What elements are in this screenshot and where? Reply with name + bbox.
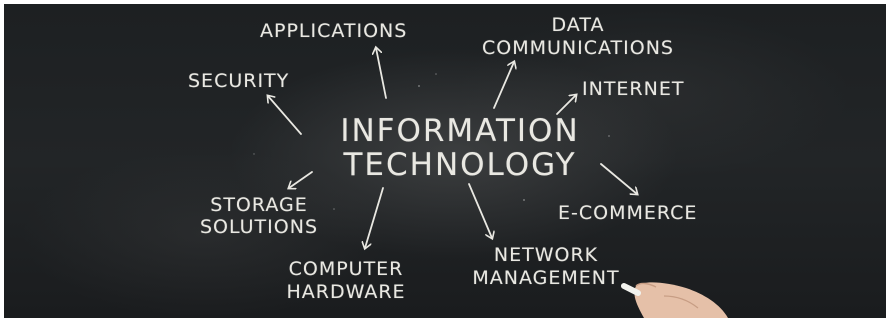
topic-internet: INTERNET bbox=[582, 78, 685, 100]
topic-network-line1: NETWORK bbox=[493, 244, 599, 266]
chalkboard-photo: INFORMATION TECHNOLOGY APPLICATIONS DATA… bbox=[4, 4, 886, 318]
topic-storage-line1: STORAGE bbox=[210, 194, 308, 216]
arrow-applications bbox=[376, 48, 387, 99]
topic-applications: APPLICATIONS bbox=[260, 20, 408, 42]
arrows bbox=[253, 4, 728, 318]
topic-computer-line1: COMPUTER bbox=[288, 258, 404, 280]
arrow-storage bbox=[289, 171, 313, 188]
topic-data-line2: COMMUNICATIONS bbox=[482, 37, 674, 59]
topic-network-line2: MANAGEMENT bbox=[472, 267, 620, 289]
center-title-line1: INFORMATION bbox=[340, 113, 580, 149]
arrow-network bbox=[468, 183, 492, 238]
topic-security: SECURITY bbox=[188, 70, 290, 92]
arrow-ecommerce bbox=[600, 163, 637, 194]
topic-ecommerce: E-COMMERCE bbox=[558, 202, 698, 224]
arrow-internet bbox=[556, 95, 576, 115]
arrow-security bbox=[268, 96, 302, 135]
topic-storage-line2: SOLUTIONS bbox=[200, 216, 318, 238]
arrow-data-communications bbox=[493, 62, 514, 109]
arrow-hardware bbox=[365, 187, 384, 248]
topic-data-line1: DATA bbox=[551, 14, 605, 36]
hand-with-chalk bbox=[621, 282, 728, 318]
topic-computer-line2: HARDWARE bbox=[286, 281, 406, 303]
center-title-line2: TECHNOLOGY bbox=[343, 147, 577, 183]
